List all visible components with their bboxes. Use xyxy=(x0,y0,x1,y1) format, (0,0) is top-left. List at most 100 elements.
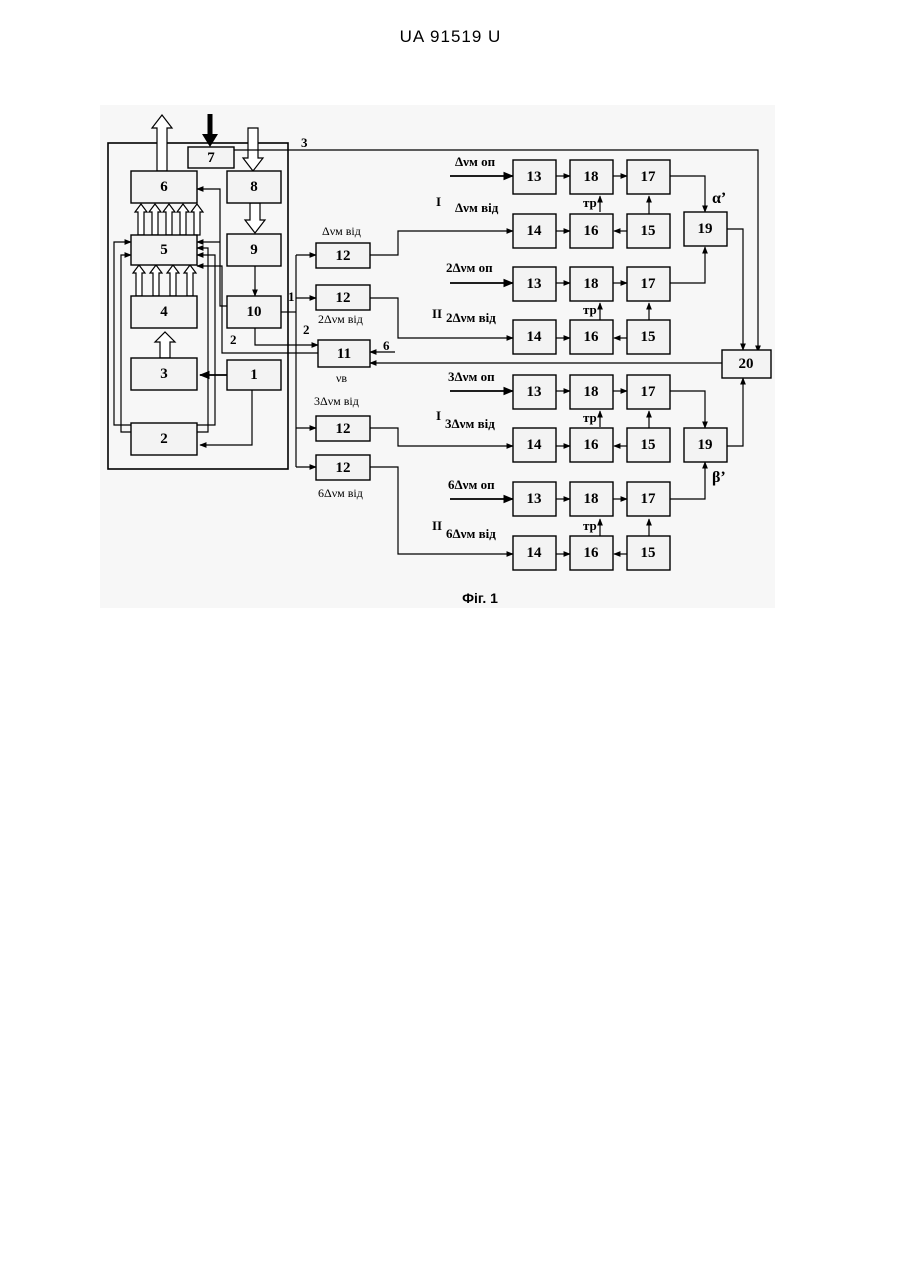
label-tr-1: тр xyxy=(583,195,597,210)
label-f12d: 6Δνм від xyxy=(318,486,363,500)
svg-text:15: 15 xyxy=(641,329,656,345)
block-18-g4: 18 xyxy=(570,482,613,516)
label-3: 3 xyxy=(301,135,308,150)
label-group-4: ІІ xyxy=(432,518,442,533)
label-tr-2: тр xyxy=(583,302,597,317)
block-19-alpha: 19 xyxy=(684,212,727,246)
svg-text:6: 6 xyxy=(160,179,168,195)
label-group-3: І xyxy=(436,408,441,423)
block-18-g2: 18 xyxy=(570,267,613,301)
label-tr-4: тр xyxy=(583,518,597,533)
label-rec6: 6Δνм від xyxy=(446,526,496,541)
label-beta: β’ xyxy=(712,469,726,486)
block-13-g1: 13 xyxy=(513,160,556,194)
block-12-a: 12 xyxy=(316,243,370,268)
label-ref3: 3Δνм оп xyxy=(448,369,495,384)
block-1: 1 xyxy=(227,360,281,390)
svg-text:14: 14 xyxy=(527,545,543,561)
svg-text:11: 11 xyxy=(337,346,351,362)
svg-text:18: 18 xyxy=(584,276,599,292)
block-13-g2: 13 xyxy=(513,267,556,301)
label-rec3: 3Δνм від xyxy=(445,416,495,431)
block-19-beta: 19 xyxy=(684,428,727,462)
svg-text:15: 15 xyxy=(641,223,656,239)
block-5: 5 xyxy=(131,235,197,265)
label-f12b: 2Δνм від xyxy=(318,312,363,326)
block-8: 8 xyxy=(227,171,281,203)
block-18-g1: 18 xyxy=(570,160,613,194)
block-10: 10 xyxy=(227,296,281,328)
svg-text:17: 17 xyxy=(641,384,657,400)
block-4: 4 xyxy=(131,296,197,328)
block-16-g3: 16 xyxy=(570,428,613,462)
block-13-g4: 13 xyxy=(513,482,556,516)
block-3: 3 xyxy=(131,358,197,390)
svg-text:5: 5 xyxy=(160,242,168,258)
figure-caption: Фіг. 1 xyxy=(0,590,901,606)
label-f12c: 3Δνм від xyxy=(314,394,359,408)
svg-text:18: 18 xyxy=(584,169,599,185)
block-15-g4: 15 xyxy=(627,536,670,570)
svg-text:17: 17 xyxy=(641,169,657,185)
svg-text:14: 14 xyxy=(527,329,543,345)
block-14-g4: 14 xyxy=(513,536,556,570)
label-6: 6 xyxy=(383,338,390,353)
block-diagram: 7 6 8 5 9 4 10 3 1 2 12 12 11 12 12 13 1… xyxy=(0,0,901,620)
svg-text:14: 14 xyxy=(527,437,543,453)
svg-text:13: 13 xyxy=(527,491,542,507)
block-17-g2: 17 xyxy=(627,267,670,301)
label-nu-b: νв xyxy=(336,371,347,385)
block-12-d: 12 xyxy=(316,455,370,480)
svg-text:12: 12 xyxy=(336,290,351,306)
block-2: 2 xyxy=(131,423,197,455)
svg-text:8: 8 xyxy=(250,179,258,195)
label-alpha: α’ xyxy=(712,190,726,207)
label-tr-3: тр xyxy=(583,410,597,425)
svg-text:13: 13 xyxy=(527,384,542,400)
block-12-c: 12 xyxy=(316,416,370,441)
block-9: 9 xyxy=(227,234,281,266)
block-12-b: 12 xyxy=(316,285,370,310)
svg-text:17: 17 xyxy=(641,276,657,292)
label-2-bus: 2 xyxy=(303,322,310,337)
block-16-g4: 16 xyxy=(570,536,613,570)
svg-text:13: 13 xyxy=(527,169,542,185)
svg-text:17: 17 xyxy=(641,491,657,507)
block-17-g3: 17 xyxy=(627,375,670,409)
svg-text:16: 16 xyxy=(584,223,600,239)
block-17-g4: 17 xyxy=(627,482,670,516)
svg-text:19: 19 xyxy=(698,437,713,453)
block-14-g1: 14 xyxy=(513,214,556,248)
label-group-2: ІІ xyxy=(432,306,442,321)
svg-text:13: 13 xyxy=(527,276,542,292)
svg-text:12: 12 xyxy=(336,460,351,476)
block-6: 6 xyxy=(131,171,197,203)
svg-text:10: 10 xyxy=(247,304,262,320)
svg-text:15: 15 xyxy=(641,545,656,561)
block-15-g3: 15 xyxy=(627,428,670,462)
label-ref2: 2Δνм оп xyxy=(446,260,493,275)
svg-text:12: 12 xyxy=(336,248,351,264)
svg-text:9: 9 xyxy=(250,242,258,258)
label-rec1: Δνм від xyxy=(455,200,499,215)
label-1: 1 xyxy=(288,289,295,304)
svg-text:15: 15 xyxy=(641,437,656,453)
label-f12a: Δνм від xyxy=(322,224,361,238)
block-18-g3: 18 xyxy=(570,375,613,409)
block-7: 7 xyxy=(188,147,234,168)
block-13-g3: 13 xyxy=(513,375,556,409)
block-15-g1: 15 xyxy=(627,214,670,248)
svg-text:4: 4 xyxy=(160,304,168,320)
svg-text:1: 1 xyxy=(250,367,258,383)
svg-text:20: 20 xyxy=(739,356,754,372)
block-16-g2: 16 xyxy=(570,320,613,354)
svg-text:16: 16 xyxy=(584,545,600,561)
label-ref6: 6Δνм оп xyxy=(448,477,495,492)
svg-text:18: 18 xyxy=(584,491,599,507)
block-15-g2: 15 xyxy=(627,320,670,354)
svg-text:19: 19 xyxy=(698,221,713,237)
svg-text:7: 7 xyxy=(207,150,215,166)
svg-text:16: 16 xyxy=(584,329,600,345)
svg-text:14: 14 xyxy=(527,223,543,239)
block-17-g1: 17 xyxy=(627,160,670,194)
